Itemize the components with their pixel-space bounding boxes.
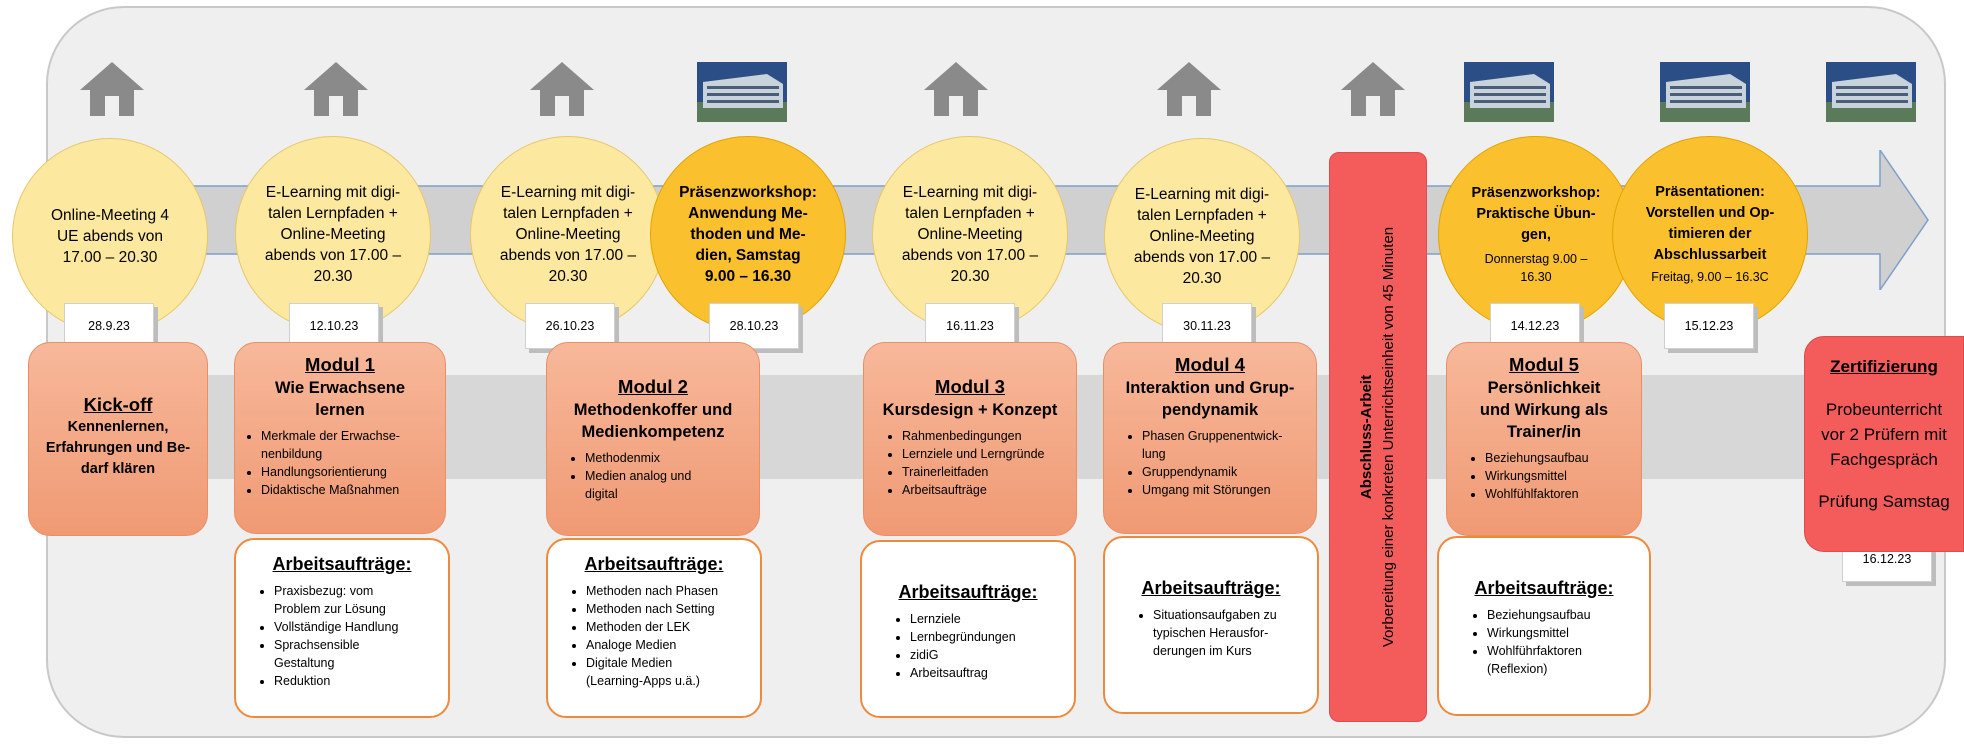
zertifizierung-pruefung: Prüfung Samstag	[1818, 492, 1950, 511]
abschluss-arbeit-bar: Abschluss-Arbeit Vorbereitung einer konk…	[1329, 152, 1427, 722]
circle-elearning: E-Learning mit digi- talen Lernpfaden + …	[470, 136, 666, 332]
house-icon	[80, 62, 144, 116]
zertifizierung-title: Zertifizierung	[1830, 357, 1938, 376]
date-label: 15.12.23	[1664, 303, 1754, 349]
building-photo-icon	[1464, 62, 1554, 122]
module-kickoff: Kick-off Kennenlernen, Erfahrungen und B…	[28, 342, 208, 536]
task-box-modul-3: Arbeitsaufträge: Lernziele Lernbegründun…	[860, 540, 1076, 718]
module-1: Modul 1 Wie Erwachsene lernen Merkmale d…	[234, 342, 446, 534]
circle-elearning: E-Learning mit digi- talen Lernpfaden + …	[1104, 138, 1300, 334]
module-1-items: Merkmale der Erwachse- nenbildung Handlu…	[243, 427, 437, 499]
building-photo-icon	[1660, 62, 1750, 122]
zertifizierung-body: Probeunterricht vor 2 Prüfern mit Fachge…	[1821, 400, 1947, 469]
date-label: 12.10.23	[289, 303, 379, 349]
date-label: 28.10.23	[709, 303, 799, 349]
module-2-items: Methodenmix Medien analog und digital	[555, 449, 751, 503]
module-4: Modul 4 Interaktion und Grup- pendynamik…	[1103, 342, 1317, 534]
circle-elearning: E-Learning mit digi- talen Lernpfaden + …	[872, 136, 1068, 332]
circle-praesenzworkshop: Präsenzworkshop: Anwendung Me- thoden un…	[650, 136, 846, 332]
zertifizierung-box: Zertifizierung Probeunterricht vor 2 Prü…	[1804, 336, 1964, 552]
module-5: Modul 5 Persönlichkeit und Wirkung als T…	[1446, 342, 1642, 536]
module-3: Modul 3 Kursdesign + Konzept Rahmenbedin…	[863, 342, 1077, 536]
circle-praesenzworkshop: Präsenzworkshop: Praktische Übun- gen, D…	[1438, 136, 1634, 332]
task-box-modul-1: Arbeitsaufträge: Praxisbezug: vom Proble…	[234, 538, 450, 718]
abschluss-text: Vorbereitung einer konkreten Unterrichts…	[1380, 226, 1397, 648]
task-box-modul-5: Arbeitsaufträge: Beziehungsaufbau Wirkun…	[1437, 536, 1651, 716]
circle-praesentationen: Präsentationen: Vorstellen und Op- timie…	[1612, 136, 1808, 332]
circle-online-meeting: Online-Meeting 4 UE abends von 17.00 – 2…	[12, 138, 208, 334]
task-box-modul-4: Arbeitsaufträge: Situationsaufgaben zu t…	[1103, 536, 1319, 714]
date-label: 26.10.23	[525, 303, 615, 349]
house-icon	[1341, 62, 1405, 116]
date-label: 14.12.23	[1490, 303, 1580, 349]
date-label: 30.11.23	[1162, 303, 1252, 349]
building-photo-icon	[1826, 62, 1916, 122]
circle-elearning: E-Learning mit digi- talen Lernpfaden + …	[235, 136, 431, 332]
building-photo-icon	[697, 62, 787, 122]
module-4-items: Phasen Gruppenentwick- lung Gruppendynam…	[1112, 427, 1308, 499]
module-5-items: Beziehungsaufbau Wirkungsmittel Wohlfühl…	[1455, 449, 1633, 503]
abschluss-title: Abschluss-Arbeit	[1358, 374, 1375, 500]
task-box-modul-2: Arbeitsaufträge: Methoden nach Phasen Me…	[546, 538, 762, 718]
module-3-items: Rahmenbedingungen Lernziele und Lerngrün…	[872, 427, 1068, 499]
house-icon	[530, 62, 594, 116]
module-2: Modul 2 Methodenkoffer und Medienkompete…	[546, 342, 760, 536]
house-icon	[924, 62, 988, 116]
house-icon	[1157, 62, 1221, 116]
house-icon	[304, 62, 368, 116]
